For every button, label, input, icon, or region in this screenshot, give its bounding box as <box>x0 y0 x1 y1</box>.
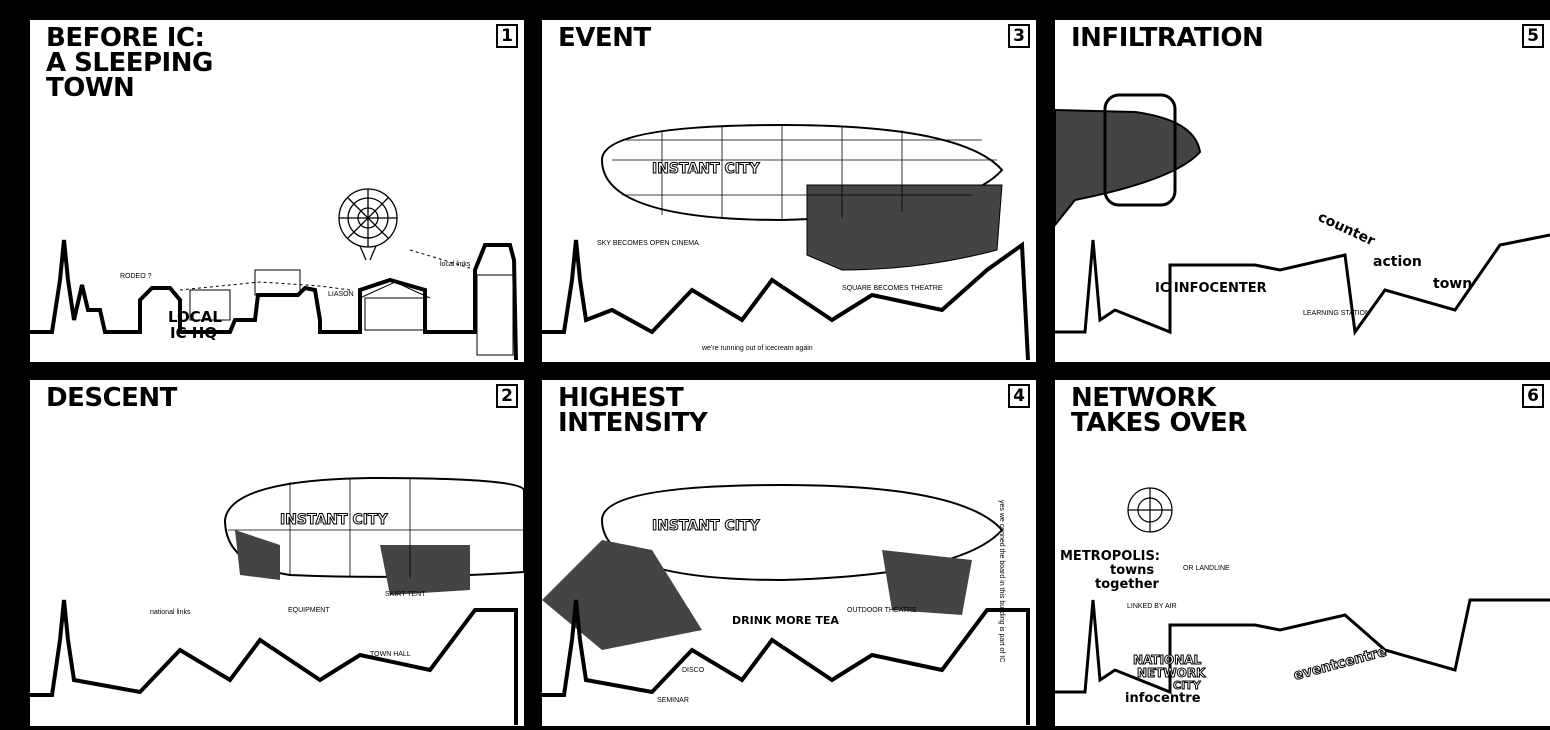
linked-air-label: LINKED BY AIR <box>1127 603 1177 610</box>
national-label: NATIONAL <box>1133 653 1202 667</box>
panel-2: DESCENT 2 INSTANT CITY national links EQ… <box>28 378 526 728</box>
event-illustration: INSTANT CITY SKY BECOMES OPEN CINEMA SQU… <box>542 20 1036 362</box>
sleeping-town-illustration: LOCAL IC HQ LIASON RODEO ? local links <box>30 20 524 362</box>
infocentre-label: infocentre <box>1125 691 1201 706</box>
panel-5: INFILTRATION 5 IC INFOCENTER counter act… <box>1053 18 1550 364</box>
ic-hq-label: IC HQ <box>170 324 217 342</box>
town-hall-label: TOWN HALL <box>370 651 411 658</box>
network-illustration: METROPOLIS: towns together OR LANDLINE L… <box>1055 380 1550 726</box>
airship-label: INSTANT CITY <box>652 161 760 177</box>
infiltration-illustration: IC INFOCENTER counter action town LEARNI… <box>1055 20 1550 362</box>
airship-label: INSTANT CITY <box>652 518 760 534</box>
outdoor-theatre-label: OUTDOOR THEATRE <box>847 607 917 614</box>
learning-station-label: LEARNING STATION <box>1303 310 1370 317</box>
airship-label: INSTANT CITY <box>280 512 388 528</box>
buildings <box>190 270 513 355</box>
sky-cinema-label: SKY BECOMES OPEN CINEMA <box>597 240 699 247</box>
airship-icon <box>225 478 524 595</box>
airship-icon <box>602 125 1002 270</box>
equipment-label: EQUIPMENT <box>288 607 330 614</box>
icecream-label: we're running out of icecream again <box>701 345 813 352</box>
landline-label: OR LANDLINE <box>1183 565 1230 572</box>
local-links-label: local links <box>440 261 471 268</box>
drink-tea-label: DRINK MORE TEA <box>732 614 839 627</box>
disco-label: DISCO <box>682 667 705 674</box>
panel-6: NETWORK TAKES OVER 6 METROPOLIS: towns t… <box>1053 378 1550 728</box>
rodeo-label: RODEO ? <box>120 273 152 280</box>
counter-label: counter <box>1315 209 1377 249</box>
descent-illustration: INSTANT CITY national links EQUIPMENT SK… <box>30 380 524 726</box>
seminar-label: SEMINAR <box>657 697 689 704</box>
liason-label: LIASON <box>328 291 354 298</box>
board-label: yes we conned the board in this building… <box>998 500 1005 662</box>
airship-icon <box>1055 95 1200 225</box>
towns-label: towns <box>1110 563 1154 578</box>
balloon-icon <box>339 189 397 260</box>
ic-infocenter-label: IC INFOCENTER <box>1155 281 1267 296</box>
eventcentre-label: eventcentre <box>1292 644 1389 684</box>
metropolis-label: METROPOLIS: <box>1060 549 1160 564</box>
square-theatre-label: SQUARE BECOMES THEATRE <box>842 285 943 292</box>
panel-4: HIGHEST INTENSITY 4 INSTANT CITY DRINK M… <box>540 378 1038 728</box>
action-label: action <box>1373 254 1422 270</box>
balloon-icon <box>1128 488 1172 532</box>
network-label: NETWORK <box>1137 666 1206 680</box>
skyline <box>30 240 516 360</box>
highest-intensity-illustration: INSTANT CITY DRINK MORE TEA OUTDOOR THEA… <box>542 380 1036 726</box>
panel-1: BEFORE IC: A SLEEPING TOWN 1 LOCAL IC HQ… <box>28 18 526 364</box>
national-links-label: national links <box>150 609 191 616</box>
panel-3: EVENT 3 INSTANT CITY SKY BECOMES OPEN CI… <box>540 18 1038 364</box>
skirt-tent-label: SKIRT TENT <box>385 591 426 598</box>
town-label: town <box>1433 276 1472 292</box>
together-label: together <box>1095 577 1160 592</box>
